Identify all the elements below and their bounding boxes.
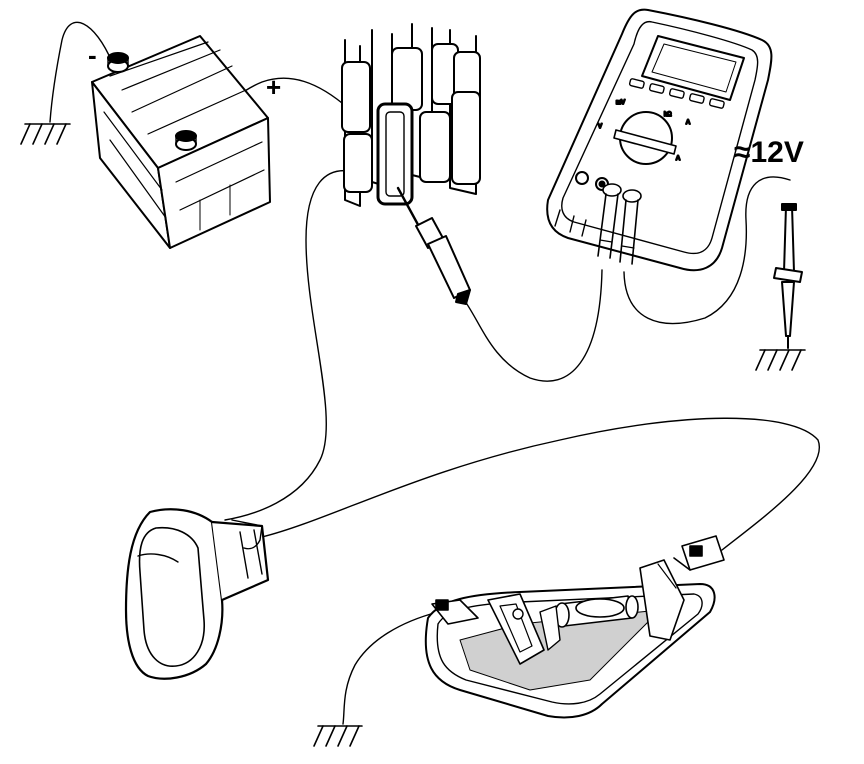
test-probe-left [396, 186, 471, 305]
svg-text:V: V [598, 124, 602, 130]
ground-symbol-probe [755, 349, 806, 371]
fuse-box [341, 23, 481, 207]
switch-rocker [138, 526, 205, 667]
meter-lead-to-ground-probe [623, 176, 791, 325]
door-switch [124, 508, 270, 680]
lamp-ground-wire [342, 611, 439, 725]
car-battery [91, 35, 271, 249]
lamp-connector-left [431, 599, 479, 625]
ground-symbol-battery [20, 123, 71, 145]
battery-positive-label: + [266, 72, 281, 102]
voltage-reading-label: ≈12V [734, 136, 804, 169]
svg-text:mV: mV [616, 100, 625, 106]
meter-lead-to-probe [461, 269, 603, 382]
fuse-to-switch-wire [224, 170, 356, 521]
multimeter-plugs [597, 183, 642, 265]
ground-symbol-lamp [313, 725, 363, 747]
battery-negative-wire [49, 21, 113, 123]
multimeter-jack [575, 171, 589, 185]
battery-negative-label: - [88, 40, 97, 70]
lamp-bulb [554, 595, 639, 628]
lamp-connector-right [673, 535, 725, 571]
svg-text:kΩ: kΩ [664, 112, 672, 118]
lamp-unit [424, 535, 725, 719]
multimeter: mV kΩ A V A [546, 8, 773, 272]
fuse-relay [376, 102, 414, 206]
switch-to-lamp-wire [261, 417, 821, 551]
svg-text:A: A [676, 156, 680, 162]
multimeter-buttons [628, 78, 725, 109]
svg-text:A: A [686, 120, 690, 126]
test-probe-right [773, 203, 803, 349]
